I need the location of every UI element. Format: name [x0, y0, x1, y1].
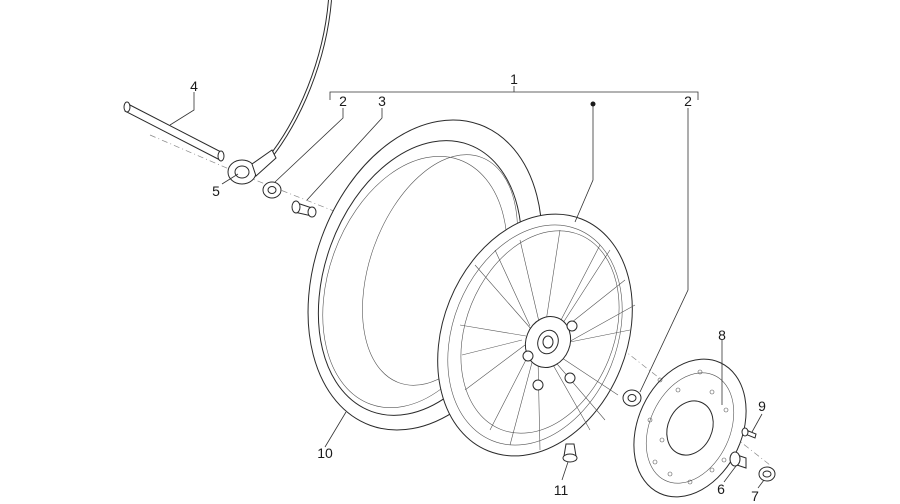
- spacer: [291, 200, 317, 218]
- disc-screw: [741, 427, 757, 439]
- callout-9: 9: [758, 398, 766, 414]
- leader-lines: [169, 86, 765, 489]
- bearing-right: [622, 389, 642, 407]
- bearing-left: [262, 181, 282, 199]
- callout-1: 1: [510, 71, 518, 87]
- wheel-axle: [123, 101, 225, 162]
- speedometer-drive: [227, 149, 277, 185]
- bushing: [729, 451, 747, 469]
- tyre-valve: [562, 443, 578, 463]
- callout-3: 3: [378, 93, 386, 109]
- leader-dot: [590, 101, 596, 107]
- callout-7: 7: [751, 488, 759, 504]
- callout-2-left: 2: [339, 93, 347, 109]
- callout-10: 10: [317, 445, 333, 461]
- axle-nut: [758, 466, 776, 482]
- callout-labels: 1 2 2 3 4 5 6 7 8 9 10 11: [190, 71, 766, 504]
- wheel-rim: [437, 213, 636, 457]
- callout-2-right: 2: [684, 93, 692, 109]
- speedometer-cable: [266, 0, 332, 162]
- callout-8: 8: [718, 327, 726, 343]
- brake-disc: [633, 358, 747, 498]
- callout-11: 11: [554, 482, 569, 498]
- callout-5: 5: [212, 183, 220, 199]
- callout-4: 4: [190, 78, 198, 94]
- callout-6: 6: [717, 481, 725, 497]
